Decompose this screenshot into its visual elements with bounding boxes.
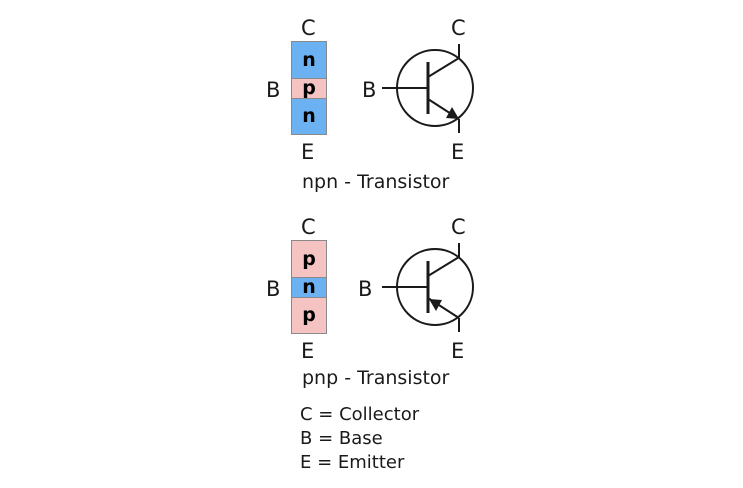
npn-emitter-region: n — [291, 98, 327, 135]
npn-symbol-emitter-label: E — [451, 140, 465, 164]
pnp-emitter-region: p — [291, 297, 327, 334]
pnp-base-region: n — [291, 277, 327, 298]
npn-structure-base-label: B — [266, 78, 281, 102]
pnp-symbol-collector-label: C — [451, 215, 466, 239]
legend-base: B = Base — [300, 428, 383, 449]
npn-structure-emitter-label: E — [301, 140, 315, 164]
pnp-symbol-base-label: B — [358, 277, 373, 301]
pnp-structure-emitter-label: E — [301, 339, 315, 363]
npn-symbol-base-label: B — [362, 78, 377, 102]
npn-symbol-collector-label: C — [451, 16, 466, 40]
legend-collector: C = Collector — [300, 404, 420, 425]
npn-collector-region: n — [291, 41, 327, 79]
pnp-structure-base-label: B — [266, 277, 281, 301]
pnp-collector-region: p — [291, 240, 327, 278]
legend: C = Collector B = Base E = Emitter — [300, 403, 419, 475]
pnp-structure-collector-label: C — [301, 215, 316, 239]
npn-caption: npn - Transistor — [302, 171, 450, 193]
pnp-symbol-emitter-label: E — [451, 339, 465, 363]
npn-structure-collector-label: C — [301, 16, 316, 40]
legend-emitter: E = Emitter — [300, 452, 405, 473]
pnp-caption: pnp - Transistor — [302, 367, 450, 389]
